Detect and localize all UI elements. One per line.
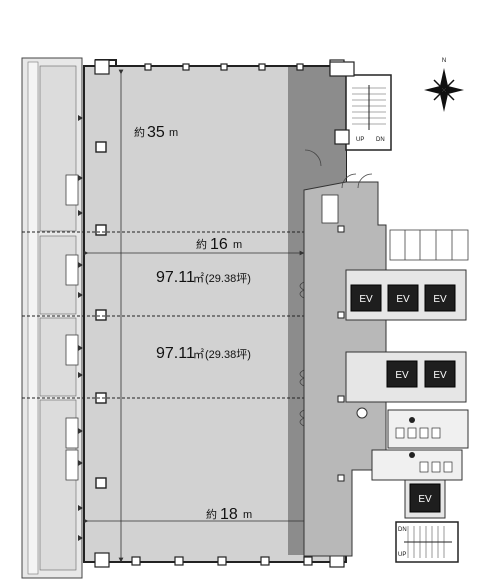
length-35-prefix: 約 xyxy=(134,125,145,139)
aux-rooms xyxy=(389,229,469,261)
area-1-unit: ㎡ xyxy=(193,272,204,285)
area-2-tsubo: (29.38坪) xyxy=(205,348,251,361)
elevator-bank-upper xyxy=(345,269,467,321)
width-16-prefix: 約 xyxy=(196,237,207,251)
stair-bottom xyxy=(395,521,459,563)
stair-top-up-label: UP xyxy=(356,137,364,143)
length-35-unit: m xyxy=(169,127,178,139)
area-1-value: 97.11 xyxy=(156,269,195,286)
elevator-bank-lower xyxy=(345,351,467,403)
north-arrow-icon xyxy=(424,68,464,112)
area-2-unit: ㎡ xyxy=(193,348,204,361)
elevator-label: EV xyxy=(433,370,447,381)
elevator-label: EV xyxy=(359,294,373,305)
elevator-label: EV xyxy=(396,294,410,305)
elevator-label: EV xyxy=(418,494,432,505)
elevator-label: EV xyxy=(433,294,447,305)
width-18-value: 18 xyxy=(220,506,238,523)
interior-columns xyxy=(95,141,107,489)
dimension-lines xyxy=(83,69,343,563)
restroom-area xyxy=(356,407,469,481)
elevator-single xyxy=(404,477,446,519)
width-16-unit: m xyxy=(233,239,242,251)
stair-bottom-dn-label: DN xyxy=(398,527,407,533)
balcony-strip xyxy=(21,57,83,579)
width-16-value: 16 xyxy=(210,236,228,253)
stair-bottom-up-label: UP xyxy=(398,552,406,558)
elevator-label: EV xyxy=(395,370,409,381)
width-18-prefix: 約 xyxy=(206,507,217,521)
area-1-tsubo: (29.38坪) xyxy=(205,272,251,285)
stair-top xyxy=(329,61,392,151)
area-2-value: 97.11 xyxy=(156,345,195,362)
length-35-value: 35 xyxy=(147,124,165,141)
partition-lines xyxy=(22,231,304,399)
width-18-unit: m xyxy=(243,509,252,521)
north-label: N xyxy=(442,58,446,64)
stair-top-dn-label: DN xyxy=(376,137,385,143)
